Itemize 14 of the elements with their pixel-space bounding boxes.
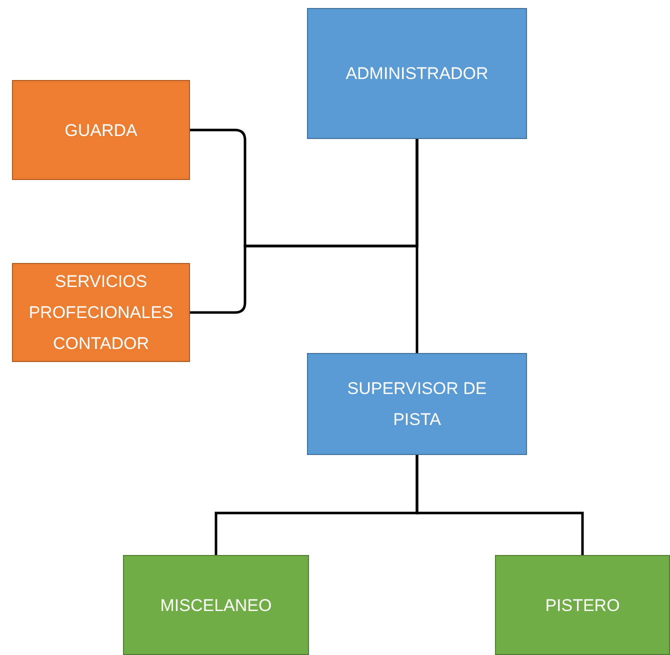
org-box	[307, 353, 527, 455]
role-label: MISCELANEO	[160, 594, 272, 616]
org-box	[12, 80, 190, 180]
org-box	[307, 8, 527, 139]
role-label: SUPERVISOR DE PISTA	[346, 378, 488, 431]
role-label: PISTERO	[545, 594, 620, 616]
org-box	[123, 555, 309, 655]
role-label: SERVICIOS PROFECIONALES CONTADOR	[28, 271, 174, 355]
connector-line	[416, 455, 584, 555]
org-box	[12, 263, 190, 362]
connector-line	[190, 139, 418, 314]
org-box	[495, 555, 670, 655]
role-label: ADMINISTRADOR	[346, 63, 488, 85]
role-label: GUARDA	[64, 120, 138, 142]
